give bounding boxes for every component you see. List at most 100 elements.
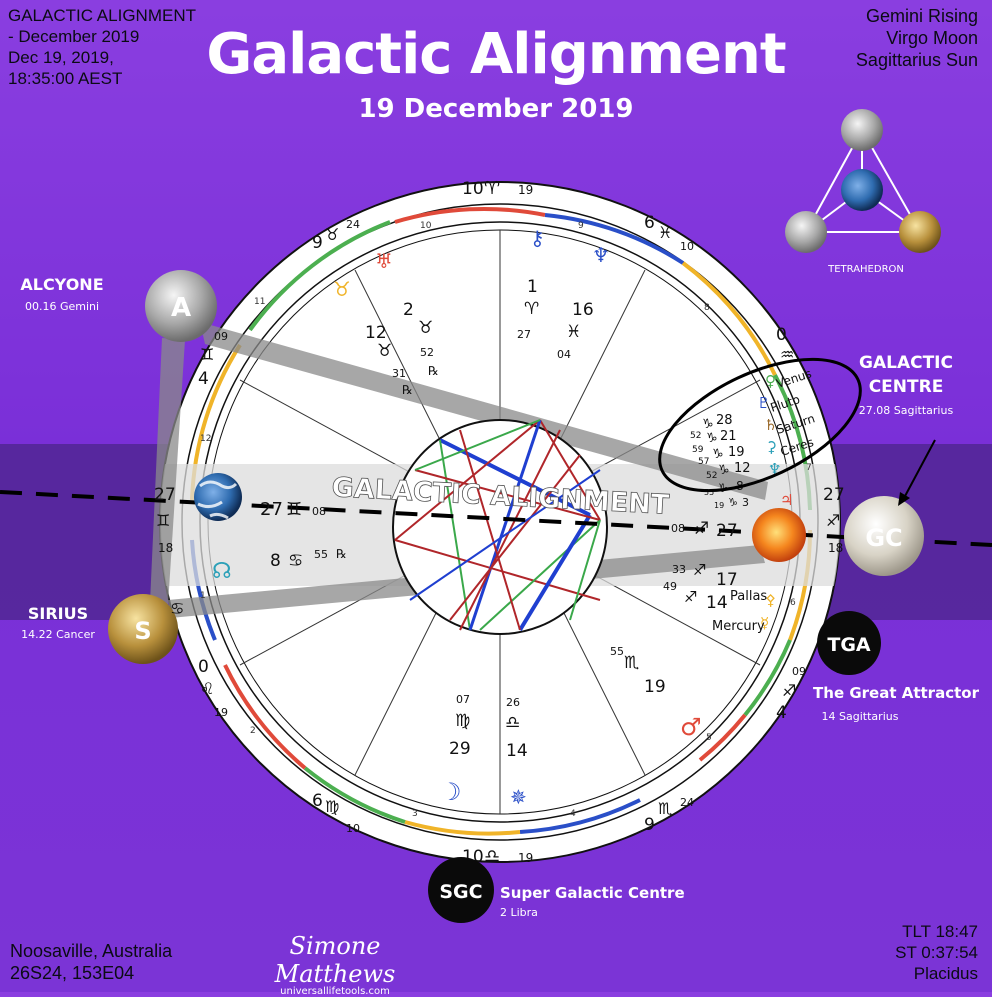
cluster-sign: ♑	[718, 463, 730, 478]
house-number: 5	[706, 733, 712, 743]
sirius-sign-icon: ♋	[170, 599, 184, 618]
scorpio-min: 55	[610, 645, 624, 658]
house-number: 2	[250, 726, 256, 736]
alcyone-position: 00.16 Gemini	[25, 300, 99, 313]
pallas-deg: 17	[716, 570, 738, 590]
time-line: ST 0:37:54	[895, 943, 978, 962]
location-line: 26S24, 153E04	[10, 963, 135, 983]
cusp-12-deg: 4	[198, 369, 209, 389]
cluster-sign: ♑	[718, 481, 729, 495]
taurus-sign: ♉	[377, 341, 392, 361]
pallas-name: Pallas	[730, 589, 767, 604]
uranus-glyph-icon: ♅	[375, 249, 393, 273]
sirius-name: SIRIUS	[28, 604, 88, 623]
signs-line: Gemini Rising	[865, 6, 978, 26]
earth-clouds	[197, 480, 238, 520]
chart-info-line: - December 2019	[8, 27, 140, 46]
cusp-9-glyph: ♓	[658, 223, 672, 242]
cluster-deg: 3	[742, 496, 749, 509]
cluster-min: 52	[690, 431, 701, 441]
taurus-deg: 12	[365, 323, 387, 343]
virgo-sign: ♍	[455, 711, 470, 731]
cusp-ic-glyph: ♎	[484, 846, 500, 867]
cusp-dsc-deg: 27	[823, 485, 845, 505]
house-number: 6	[790, 598, 796, 608]
cluster-min: 55	[704, 488, 714, 497]
mercury-min: 49	[663, 580, 677, 593]
cluster-sign: ♑	[728, 496, 738, 509]
chiron-glyph-icon: ⚷	[530, 226, 545, 250]
venus-glyph-icon: ♀	[765, 372, 776, 390]
cluster-deg: 21	[720, 429, 737, 444]
sgc-position: 2 Libra	[500, 906, 538, 919]
neptune2-glyph-icon: ✵	[510, 785, 527, 809]
sirius-badge: S	[108, 594, 178, 664]
moon-glyph-icon: ☽	[440, 778, 462, 806]
house-number: 8	[704, 303, 710, 313]
pallas-min: 33	[672, 563, 686, 576]
signs-summary-block: Gemini Rising Virgo Moon Sagittarius Sun	[856, 5, 978, 71]
aspect-lines	[394, 419, 601, 632]
gc-pointer-arrowhead	[898, 492, 910, 506]
cusp-2-deg: 0	[198, 657, 209, 677]
cusp-8-deg: 0	[776, 325, 787, 345]
time-line: Placidus	[913, 964, 978, 983]
asc-planet-min: 08	[312, 505, 326, 518]
cusp-asc-deg: 27	[154, 485, 176, 505]
cluster-deg: 19	[728, 445, 745, 460]
svg-text:S: S	[134, 617, 151, 645]
house-number: 9	[578, 221, 584, 231]
scorpio-deg: 19	[644, 677, 666, 697]
cluster-sign: ♑	[702, 417, 714, 432]
alcyone-badge: A	[145, 270, 217, 342]
time-info-block: TLT 18:47 ST 0:37:54 Placidus	[895, 921, 978, 984]
cusp-ic-min: 19	[518, 851, 533, 865]
chart-info-block: GALACTIC ALIGNMENT - December 2019 Dec 1…	[8, 5, 196, 89]
house-number: 10	[420, 221, 432, 231]
node-glyph-icon: ☊	[212, 559, 232, 584]
sirius-position: 14.22 Cancer	[21, 628, 95, 641]
cluster-min: 59	[692, 445, 704, 455]
cusp-12-glyph: ♊	[200, 345, 214, 364]
gc-planet-sign: ♐	[694, 519, 709, 539]
cusp-asc-glyph: ♊	[156, 511, 170, 530]
cluster-min: 19	[714, 501, 724, 510]
cusp-3-deg: 6	[312, 791, 323, 811]
node-min: 55	[314, 548, 328, 561]
svg-text:TGA: TGA	[827, 634, 871, 656]
location-line: Noosaville, Australia	[10, 941, 173, 961]
scorpio-sign: ♏	[624, 653, 639, 673]
cusp-8-glyph: ♒	[780, 345, 794, 364]
tga-position: 14 Sagittarius	[822, 710, 899, 723]
chart-info-line: GALACTIC ALIGNMENT	[8, 6, 196, 25]
cluster-min: 57	[698, 457, 709, 467]
neptune-deg: 16	[572, 300, 594, 320]
tga-name: The Great Attractor	[813, 684, 980, 702]
neptune-glyph-icon: ♆	[592, 243, 610, 267]
ceres-glyph-icon: ⚳	[766, 438, 777, 456]
gc-planet-deg: 27	[716, 521, 738, 541]
tetra-right-sphere	[899, 211, 941, 253]
house-number: 7	[806, 463, 812, 473]
chiron-min: 27	[517, 328, 531, 341]
cusp-9-deg: 6	[644, 213, 655, 233]
cusp-3-glyph: ♍	[325, 797, 339, 816]
svg-text:GC: GC	[865, 524, 902, 552]
gc-planet-min: 08	[671, 522, 685, 535]
libra-sign: ♎	[505, 713, 520, 733]
house-number: 4	[570, 809, 576, 819]
mercury-glyph-icon: ☿	[760, 614, 769, 632]
location-block: Noosaville, Australia 26S24, 153E04	[10, 940, 172, 984]
cusp-dsc-min: 18	[828, 541, 843, 555]
gc-name-1: GALACTIC	[859, 353, 953, 373]
cluster-sign: ♑	[712, 447, 724, 462]
gc-position: 27.08 Sagittarius	[859, 404, 954, 417]
horizon-dashed-line	[0, 490, 992, 547]
cusp-5-min: 24	[680, 796, 694, 809]
chart-info-line: 18:35:00 AEST	[8, 69, 123, 88]
libra-min: 26	[506, 696, 520, 709]
uranus-deg: 2	[403, 300, 414, 320]
virgo-min: 07	[456, 693, 470, 706]
uranus-sign: ♉	[418, 318, 433, 338]
aspect-circle	[392, 419, 608, 635]
